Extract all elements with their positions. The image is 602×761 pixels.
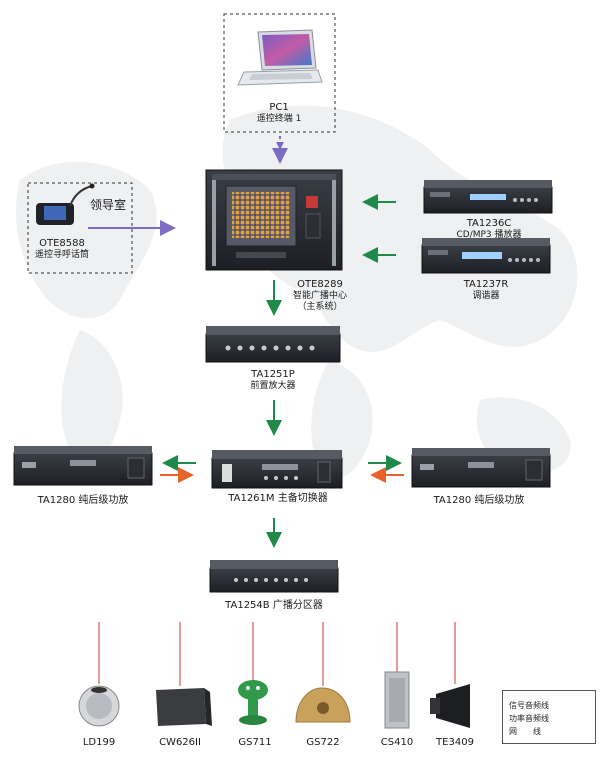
speaker-label-cw626ii: CW626II	[159, 737, 201, 748]
ote8588-model: OTE8588	[39, 238, 85, 249]
cw626ii-wall-speaker-icon	[156, 688, 212, 726]
legend: 信号音频线 功率音频线 网 线	[502, 690, 596, 744]
ote8588-room-label: 领导室	[90, 198, 127, 212]
legend-network: 网 线	[509, 727, 541, 736]
ld199-ceiling-speaker-icon	[78, 685, 120, 727]
ta1261m-label: TA1261M 主备切换器	[228, 493, 328, 504]
pc1-model: PC1	[269, 102, 289, 113]
ta1236c-unit	[423, 180, 553, 214]
ta1237r-model: TA1237R	[463, 279, 509, 290]
world-map-background	[16, 105, 578, 479]
ta1280-left-label: TA1280 纯后级功放	[37, 495, 129, 506]
ta1237r-desc: 调谐器	[472, 291, 500, 301]
network-arrow-up	[276, 142, 284, 150]
ta1251p-unit	[205, 326, 341, 363]
ta1254b-label: TA1254B 广播分区器	[225, 600, 323, 611]
ta1236c-label: TA1236C CD/MP3 播放器	[456, 218, 521, 241]
speaker-label-te3409: TE3409	[436, 737, 474, 748]
cs410-column-speaker-icon	[384, 671, 410, 729]
ote8289-unit	[205, 169, 343, 271]
ta1237r-unit	[421, 238, 551, 274]
ta1237r-label: TA1237R 调谐器	[464, 279, 509, 302]
paging-microphone-icon	[36, 183, 95, 225]
pc1-desc: 遥控终端 1	[256, 114, 302, 124]
ote8588-desc: 遥控寻呼话筒	[34, 250, 90, 260]
speaker-label-gs711: GS711	[238, 737, 272, 748]
ta1251p-desc: 前置放大器	[250, 381, 296, 391]
ote8289-label: OTE8289 智能广播中心 （主系统）	[293, 279, 347, 313]
ta1280-left-unit	[13, 446, 153, 486]
pc1-label: PC1 遥控终端 1	[257, 102, 302, 125]
gs711-garden-speaker-icon	[238, 680, 268, 725]
ote8289-desc2: （主系统）	[297, 302, 343, 312]
speaker-label-gs722: GS722	[306, 737, 340, 748]
ote8588-label: OTE8588 遥控寻呼话筒	[35, 238, 89, 261]
legend-power: 功率音频线	[509, 714, 549, 723]
ta1251p-label: TA1251P 前置放大器	[250, 369, 295, 392]
gs722-rock-speaker-icon	[295, 687, 351, 723]
ta1236c-model: TA1236C	[466, 218, 512, 229]
ote8588-group-box	[27, 182, 133, 274]
speaker-label-cs410: CS410	[380, 737, 414, 748]
ta1251p-model: TA1251P	[251, 369, 295, 380]
speaker-wires	[98, 622, 456, 686]
ote8289-model: OTE8289	[297, 279, 343, 290]
te3409-horn-speaker-icon	[430, 684, 470, 728]
speaker-label-ld199: LD199	[82, 737, 116, 748]
ote8289-desc: 智能广播中心	[292, 291, 348, 301]
ta1280-right-label: TA1280 纯后级功放	[433, 495, 525, 506]
ta1280-right-unit	[411, 448, 551, 488]
ta1261m-unit	[211, 450, 343, 489]
ta1254b-unit	[209, 560, 339, 593]
laptop-icon	[237, 29, 323, 86]
ta1236c-desc: CD/MP3 播放器	[456, 230, 522, 240]
legend-signal: 信号音频线	[509, 701, 549, 710]
pc1-group-box	[223, 13, 336, 133]
